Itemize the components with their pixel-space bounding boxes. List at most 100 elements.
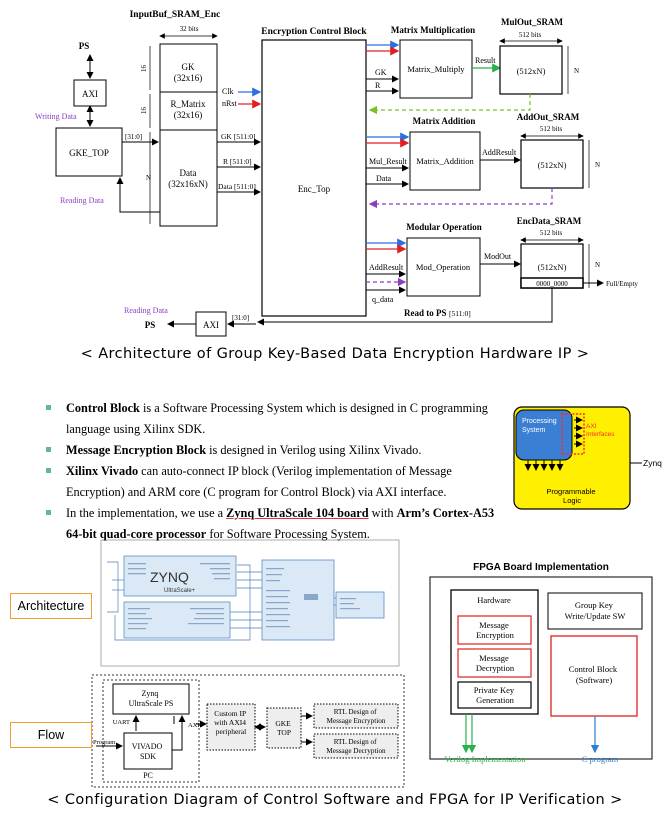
mulout-sram — [499, 45, 563, 95]
reset-ip — [123, 601, 231, 639]
mul-result: Mul_Result — [369, 157, 408, 166]
bullet-marker — [46, 405, 51, 410]
zynq-figure: Processing System AXI Interfaces Program… — [513, 406, 662, 510]
vivado-sdk-label: VIVADO SDK — [132, 742, 165, 761]
reading-data-left: Reading Data — [60, 196, 104, 205]
custom-ip-port-lines — [340, 598, 360, 610]
encdata-n: N — [595, 261, 600, 269]
mm-title: Matrix Multiplication — [391, 25, 475, 35]
group-key-label: Group Key Write/Update SW — [565, 600, 626, 621]
control-block-box — [550, 635, 638, 717]
addout-dim: (512xN) — [538, 160, 567, 170]
bullet-marker — [46, 510, 51, 515]
interconnect-ip — [261, 559, 335, 641]
writing-data: Writing Data — [35, 112, 77, 121]
side-16a: 16 — [140, 65, 148, 73]
mm-gk: GK — [375, 68, 387, 77]
gke-top-flow-box — [266, 707, 302, 749]
bullet-item-control-block: Control Block is a Software Processing S… — [46, 398, 496, 440]
ma-block-label: Matrix_Addition — [416, 156, 474, 166]
mo-block — [406, 237, 481, 297]
zynq-label: Zynq — [643, 458, 662, 468]
bullet-1-text: is a Software Processing System which is… — [66, 401, 488, 436]
vivado-sdk-box — [123, 732, 173, 770]
mulout-n: N — [574, 67, 579, 75]
group-key-box — [547, 592, 643, 630]
rtl-enc-box — [313, 703, 399, 729]
axi-bottom-block — [195, 311, 227, 337]
flow-frame — [91, 674, 405, 788]
rtl-dec-label: RTL Design of Message Decryption — [326, 738, 386, 755]
encdata-dim: (512xN) — [538, 262, 567, 272]
bullet-1-bold: Control Block — [66, 401, 140, 415]
zynq-ps-label: Zynq UltraScale PS — [129, 689, 174, 708]
architecture-diagram: InputBuf_SRAM_Enc 32 bits GK (32x16) R_M… — [35, 10, 638, 337]
c-program-flow-label: C Program — [87, 739, 115, 746]
bus-31-0-a: [31:0] — [125, 133, 142, 141]
custom-ip-label: Custom IP with AXI4 peripheral — [214, 709, 248, 736]
verilog-impl-label: Verilog Implementation — [445, 754, 527, 764]
bullet-4-bold2: Arm’s Cortex-A53 64-bit quad-core proces… — [66, 506, 495, 541]
msg-dec-box — [457, 648, 532, 678]
pl-word-1: Programmable — [546, 487, 595, 496]
rtl-enc-label: RTL Design of Message Encryption — [327, 708, 386, 725]
caption-architecture: < Architecture of Group Key-Based Data E… — [80, 346, 590, 362]
axi-arrows — [524, 416, 583, 471]
mm-block-label: Matrix_Multiply — [407, 64, 465, 74]
ma-title: Matrix Addition — [413, 116, 476, 126]
flow-label-box: Flow — [10, 722, 92, 748]
axi-top: AXI — [82, 89, 98, 99]
axi-top-block — [73, 79, 107, 107]
addresult-label: AddResult — [482, 148, 517, 157]
flow-diagram: Zynq UltraScale PS VIVADO SDK PC UART C … — [87, 674, 405, 788]
mo-title: Modular Operation — [406, 222, 482, 232]
side-16b: 16 — [140, 107, 148, 115]
encdata-title: EncData_SRAM — [517, 216, 582, 226]
bullet-item-vivado: Xilinx Vivado can auto-connect IP block … — [46, 461, 496, 503]
r-matrix-dim: (32x16) — [174, 110, 203, 120]
addout-title: AddOut_SRAM — [517, 112, 580, 122]
bullet-marker — [46, 468, 51, 473]
inputbuf-title: InputBuf_SRAM_Enc — [130, 10, 221, 20]
architecture-label-box: Architecture — [10, 593, 92, 619]
side-n: N — [146, 174, 151, 182]
bullet-item-encryption-block: Message Encryption Block is designed in … — [46, 440, 496, 461]
fpga-board-diagram: FPGA Board Implementation Hardware Messa… — [429, 562, 653, 764]
ps-top: PS — [79, 41, 90, 51]
msg-enc-box — [457, 615, 532, 645]
gke-top: GKE_TOP — [69, 148, 109, 158]
mm-r: R — [375, 81, 381, 90]
enc-top-block — [261, 39, 367, 317]
custom-ip-box — [206, 703, 256, 751]
bullet-4-text2: with — [368, 506, 397, 520]
zynq-ps-ip — [123, 555, 237, 597]
bullet-4-text3: for Software Processing System. — [206, 527, 370, 541]
msg-enc-label: Message Encryption — [476, 620, 515, 640]
processing-system-label: Processing System — [522, 418, 559, 434]
ps-word-1: Processing — [522, 418, 557, 425]
c-program-label: C program — [582, 754, 619, 764]
addout-n: N — [595, 161, 600, 169]
full-empty: Full/Empty — [606, 280, 638, 288]
gke-top-block — [55, 127, 123, 177]
bus-511-0: [511:0] — [449, 309, 471, 318]
rtl-dec-box — [313, 733, 399, 759]
data-cell: Data — [180, 168, 197, 178]
axi-interfaces-label: AXI Interfaces — [586, 423, 615, 438]
vivado-block-design: ZYNQ UltraScale+ — [100, 539, 400, 667]
pc-label: PC — [143, 771, 153, 780]
ps-word-2: System — [522, 427, 546, 434]
result-label: Result — [475, 56, 496, 65]
clk-label: Clk — [222, 87, 234, 96]
ps-bottom: PS — [145, 320, 156, 330]
axi4-label: AXI4 — [188, 722, 204, 729]
zynq-ps-box — [112, 683, 190, 715]
fpga-title: FPGA Board Implementation — [473, 562, 609, 573]
bullet-2-text: is designed in Verilog using Xilinx Viva… — [206, 443, 422, 457]
ip-port-lines — [128, 563, 230, 580]
ecb-title: Encryption Control Block — [261, 27, 367, 37]
data-bus: Data [511:0] — [218, 182, 256, 191]
inputbuf-bits: 32 bits — [180, 25, 199, 33]
inputbuf-sram — [159, 43, 218, 227]
